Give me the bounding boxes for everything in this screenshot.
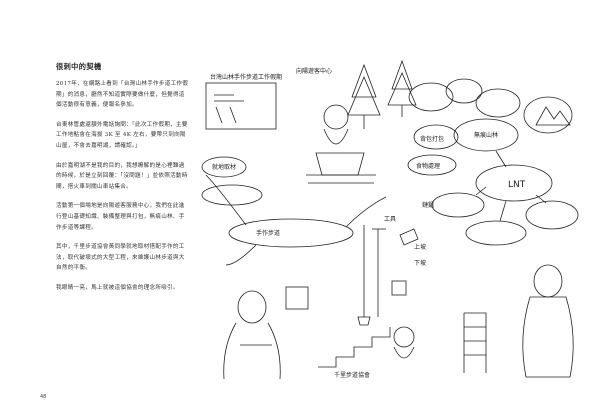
- tree-icon: [347, 63, 381, 116]
- hooded-person-head: [533, 264, 563, 298]
- photo-frame-sketch: [285, 286, 309, 310]
- mind-map-bubble: [201, 184, 263, 206]
- sketch-label: 手作步道: [256, 229, 280, 237]
- paragraph-4: 活動第一個場地是向陽遊客服務中心，我們在此進行登山基礎知識、裝備整理與打包，無痕…: [56, 203, 185, 231]
- paragraph-3: 由於嘉明湖不是我的目的，我想瞭解的是心裡難過的時候，於是立刻回覆：「沒問題！」並…: [56, 162, 188, 190]
- sketch-label: 工具: [384, 216, 396, 223]
- paragraph-5: 其中，千里步道協會黃同學就地取材搭配手作的工法，取代破壞式的大型工程，來維護山林…: [56, 244, 185, 272]
- sketch-label: 鏈鋸: [422, 201, 434, 209]
- sketch-box-top-left: [205, 82, 277, 130]
- article-column: 很刺中的契機 2017年，在網路上看到「台灣山林手作步道工作假期」的消息，廳然不…: [56, 62, 190, 303]
- sketch-label: 無痕山林: [474, 131, 498, 139]
- sketch-label: 就地取材: [212, 163, 236, 171]
- mind-map-bubble: [413, 124, 459, 150]
- mind-map-bubble: [445, 78, 483, 104]
- mind-map-bubble: [407, 154, 457, 176]
- mind-map-center-node: [228, 218, 354, 248]
- sketch-label: 千里步道協會: [334, 371, 370, 379]
- lnt-label: LNT: [508, 180, 526, 190]
- person-with-glasses-body: [223, 322, 281, 380]
- worker-body: [393, 346, 415, 359]
- mind-map-bubble: [523, 96, 573, 134]
- mind-map-bubble: [408, 82, 454, 112]
- sketch-label: 上坡: [414, 243, 426, 251]
- seated-person-body: [315, 128, 365, 176]
- paragraph-6: 我眼睛一亮，馬上就被這個協會的理念所吸引。: [56, 284, 179, 291]
- person-with-glasses-head: [237, 290, 267, 324]
- seated-person-head: [323, 104, 349, 130]
- trail-steps-sketch: [318, 327, 391, 368]
- sketch-label: 食物處理: [416, 162, 440, 170]
- mind-map-bubble: [453, 118, 519, 152]
- sketch-label: 下坡: [414, 259, 426, 267]
- paragraph-2: 台東林管處還額外電話詢問：「此次工作假期，主要工作地點會在海拔 3K 至 4K …: [56, 121, 188, 149]
- paragraph-1: 2017年，在網路上看到「台灣山林手作步道工作假期」的消息，廳然不知道實際要做什…: [56, 81, 189, 109]
- sketch-label: 台灣山林手作步道工作假期: [210, 73, 282, 81]
- tree-icon: [387, 59, 417, 106]
- sketch-label: 向陽遊客中心: [296, 67, 332, 75]
- sketch-tool-lines: [214, 94, 244, 124]
- hooded-person-body: [522, 296, 574, 378]
- mind-map-bubble: [431, 192, 485, 218]
- page-number: 48: [40, 394, 47, 400]
- hand-drawn-mind-map-illustration: 台灣山林手作步道工作假期 向陽遊客中心 LNT 背包打包 食物處理 無痕山林 手…: [201, 59, 579, 380]
- lnt-bubble: [475, 164, 553, 202]
- mountain-icon: [535, 106, 571, 126]
- mind-map-bubble: [525, 200, 579, 230]
- tool-box: [391, 280, 407, 296]
- mind-map-bubble: [465, 220, 527, 246]
- worker-head: [393, 326, 415, 348]
- mind-map-bubble: [475, 88, 521, 118]
- sketch-label: 背包打包: [420, 135, 444, 143]
- mind-map-bubble: [201, 156, 247, 178]
- section-heading: 很刺中的契機: [56, 62, 102, 71]
- saw-icon: [399, 228, 419, 246]
- wooden-chair-sketch: [463, 312, 487, 373]
